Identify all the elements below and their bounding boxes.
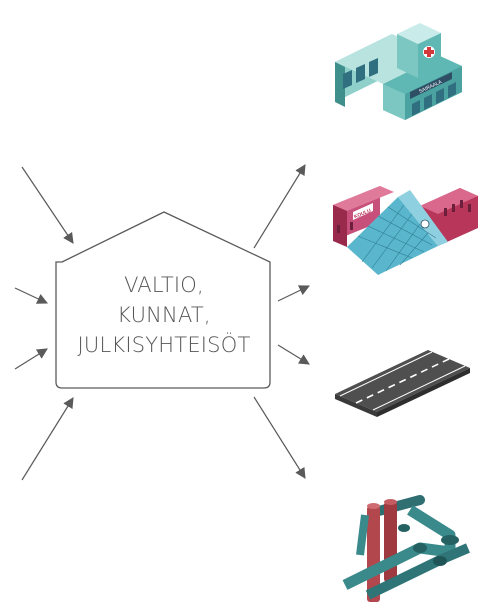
house-label-line-1: VALTIO, [124, 273, 204, 297]
incoming-arrows [14, 166, 74, 481]
outgoing-arrow-hospital [253, 164, 306, 249]
pipes-icon [342, 495, 470, 602]
incoming-arrow-bottom [21, 397, 74, 481]
school-icon: KOULU [333, 186, 478, 275]
hospital-icon: SAIRAALA [335, 23, 462, 120]
incoming-arrow-lower [14, 348, 48, 370]
incoming-arrow-top [21, 166, 74, 244]
house-label-line-2: KUNNAT, [117, 303, 211, 327]
road-icon [335, 350, 470, 417]
house-label-line-3: JULKISYHTEISÖT [77, 333, 251, 357]
outgoing-arrow-school [277, 285, 310, 302]
outgoing-arrow-pipes [253, 396, 306, 479]
outgoing-arrow-road [277, 344, 310, 365]
house-label: VALTIO, KUNNAT, JULKISYHTEISÖT [56, 270, 272, 360]
incoming-arrow-upper [14, 287, 48, 304]
public-sector-house [55, 211, 271, 389]
outgoing-arrows [253, 164, 310, 479]
